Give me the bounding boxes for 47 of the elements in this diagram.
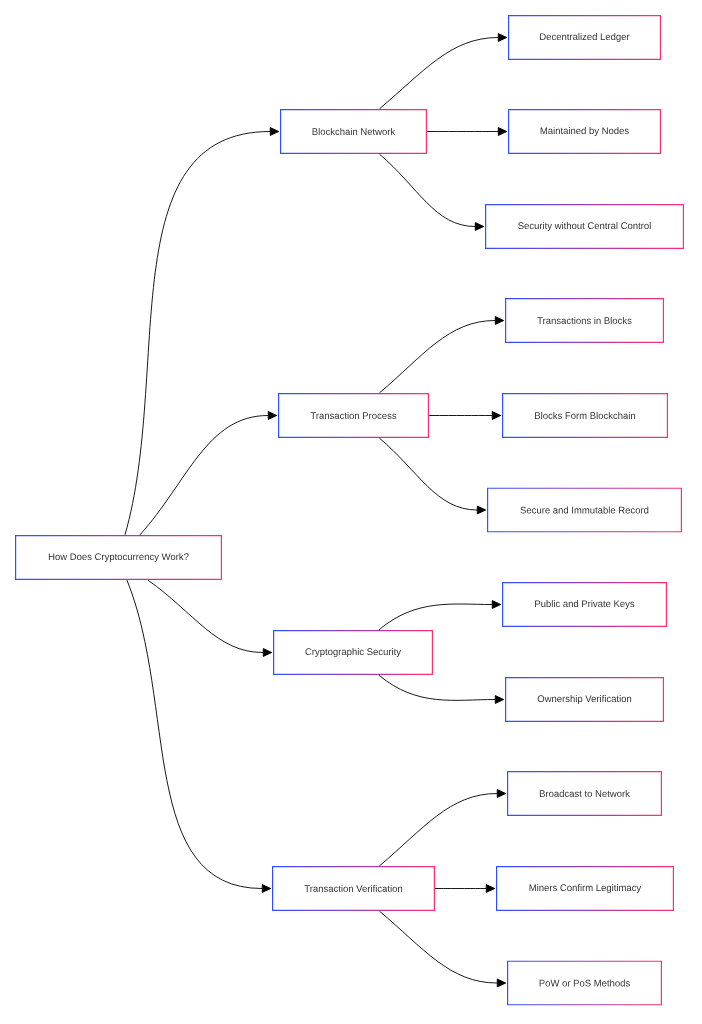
node-label: Transactions in Blocks [537,317,632,324]
arrow [147,579,273,657]
arrow [426,127,508,136]
arrow [379,789,507,867]
node-label: Blockchain Network [312,128,396,135]
process-box: Maintained by Nodes [509,110,660,153]
node-label: How Does Cryptocurrency Work? [48,553,189,562]
arrow [428,411,502,420]
node-label: Public and Private Keys [535,600,635,609]
node-label: Miners Confirm Legitimacy [529,884,642,893]
arrow [126,579,272,893]
arrow [378,674,505,704]
node-label: Transaction Process [310,412,397,419]
process-box: Blockchain Network [281,110,426,153]
process-box: Transactions in Blocks [506,299,663,342]
node-label: Ownership Verification [537,695,632,704]
process-box: Security without Central Control [486,205,683,248]
node-label: Maintained by Nodes [540,127,629,136]
node-label: Blocks Form Blockchain [535,412,636,419]
arrow [379,316,505,394]
arrow [379,153,485,231]
node-label: Security without Central Control [518,222,651,231]
node-label: Broadcast to Network [539,790,630,797]
process-box: Broadcast to Network [508,772,661,815]
arrow [139,411,278,536]
arrow [434,884,496,893]
node-label: Decentralized Ledger [540,33,630,42]
node-label: Secure and Immutable Record [520,506,649,514]
arrow [379,437,487,515]
process-box: Blocks Form Blockchain [503,394,667,437]
arrow [379,33,508,110]
process-box: Miners Confirm Legitimacy [497,867,673,910]
process-box: PoW or PoS Methods [508,961,661,1005]
node-label: Cryptographic Security [305,648,402,657]
arrow [378,600,502,631]
process-box: Transaction Process [279,394,428,437]
node-label: PoW or PoS Methods [539,979,630,987]
process-box: Transaction Verification [273,867,434,910]
process-box: Cryptographic Security [274,631,432,674]
process-box: Public and Private Keys [503,583,666,626]
process-box: How Does Cryptocurrency Work? [16,536,221,579]
arrow [124,127,280,536]
process-box: Decentralized Ledger [509,16,660,59]
arrow [379,910,507,988]
node-label: Transaction Verification [304,885,403,892]
process-box: Secure and Immutable Record [488,488,681,532]
process-box: Ownership Verification [506,678,663,721]
